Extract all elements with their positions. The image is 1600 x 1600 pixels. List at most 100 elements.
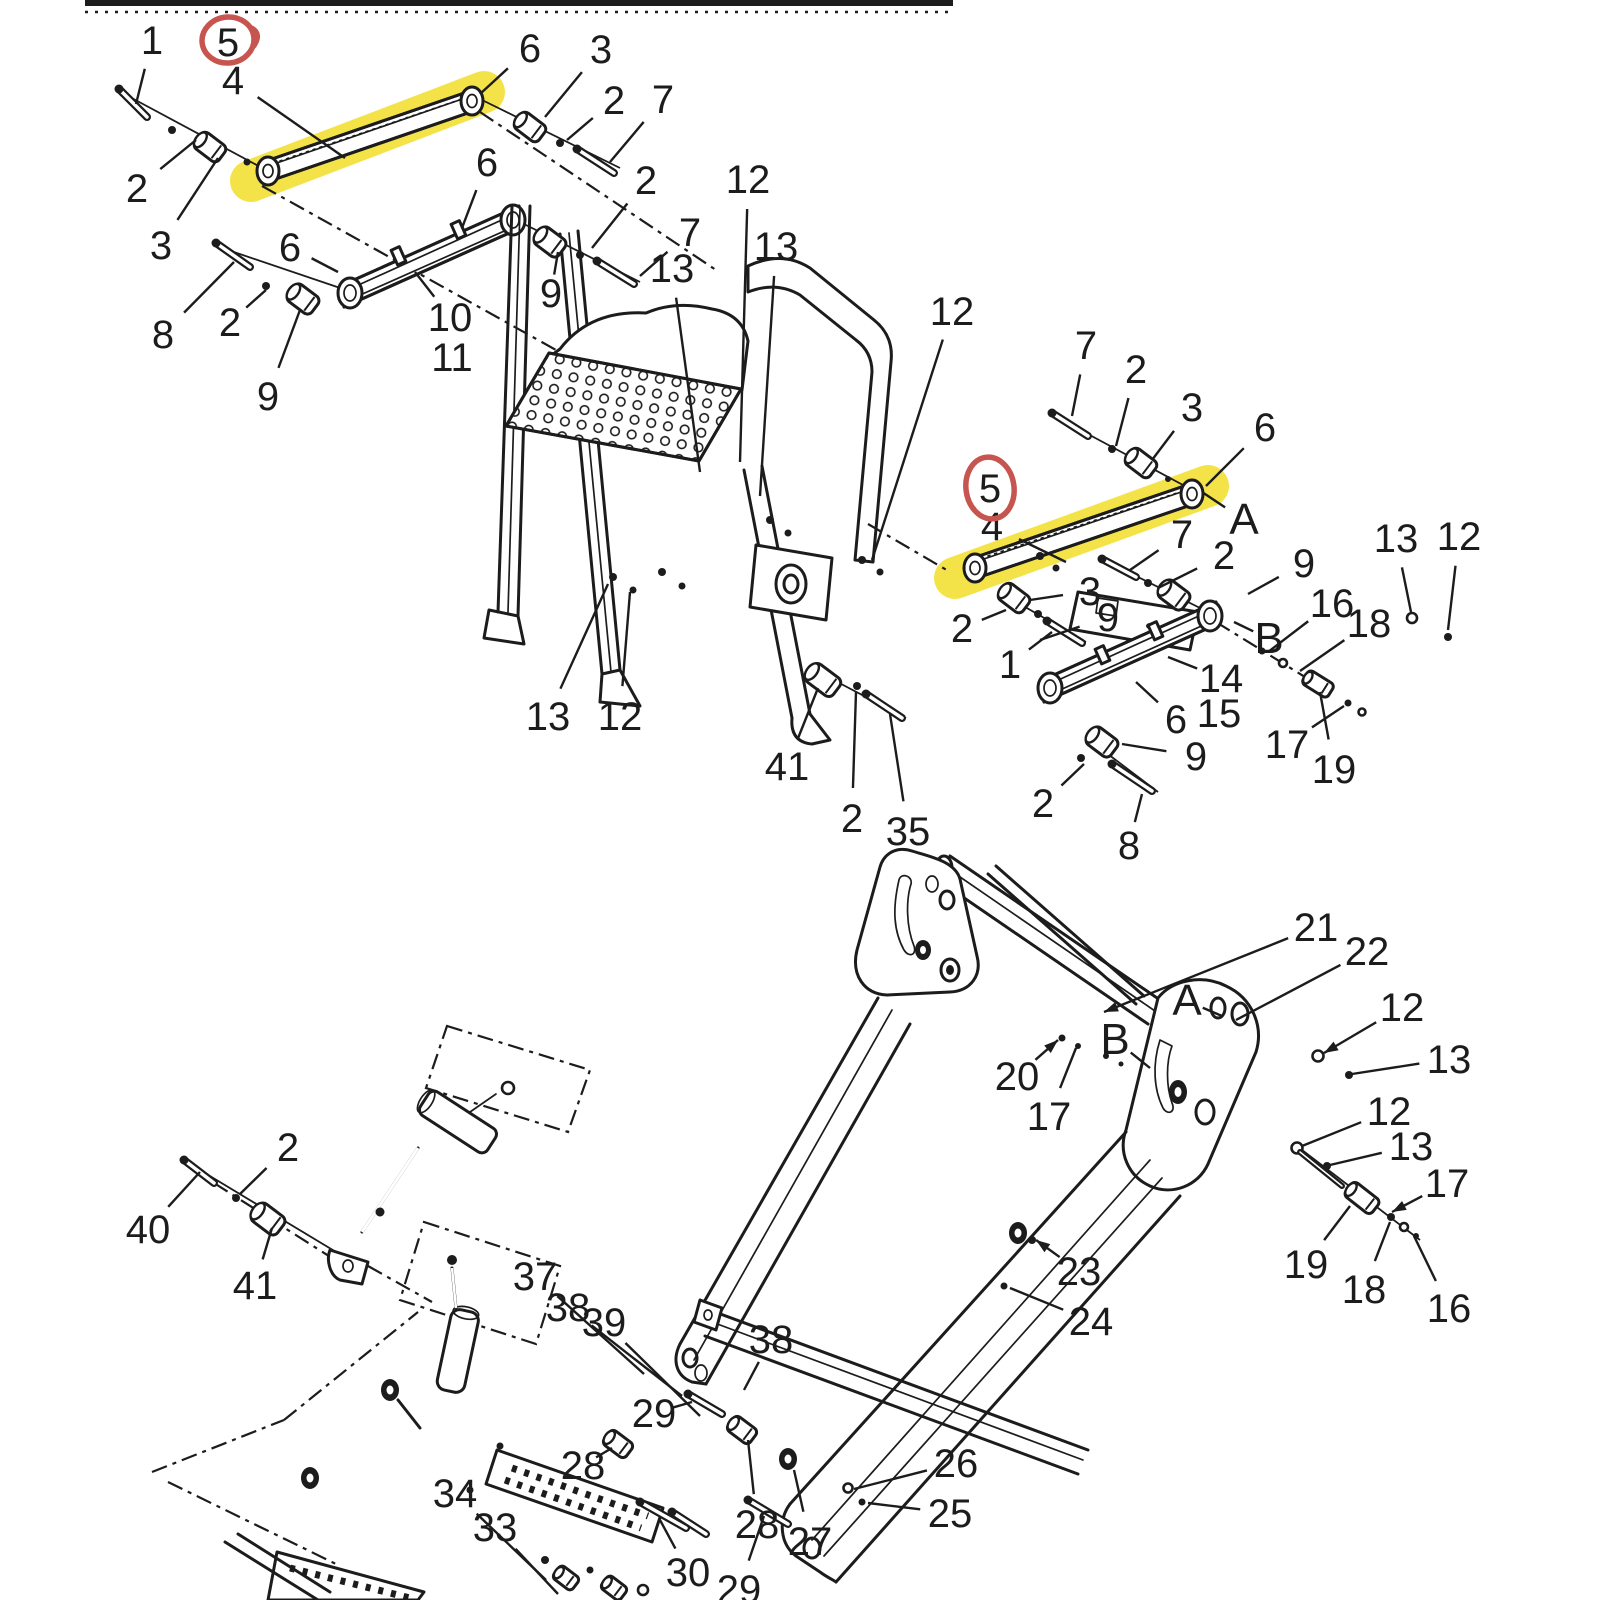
bolt-drawing bbox=[262, 282, 270, 290]
pivot-boss-hole bbox=[306, 1473, 314, 1483]
part-number-label: 9 bbox=[257, 375, 279, 419]
bushing-drawing bbox=[601, 1428, 635, 1460]
boom-assembly-drawing bbox=[674, 847, 1260, 1584]
bushing-drawing bbox=[725, 1414, 759, 1446]
leader-line bbox=[134, 68, 146, 105]
bolt-drawing bbox=[466, 1486, 474, 1494]
part-number-label: 3 bbox=[1079, 570, 1101, 614]
part-number-label: 6 bbox=[1165, 698, 1187, 742]
bolt-drawing bbox=[1000, 1282, 1008, 1290]
bolt-drawing bbox=[375, 1207, 385, 1217]
pin-core bbox=[686, 1392, 724, 1416]
part-number-label: 12 bbox=[930, 290, 975, 334]
leader-line bbox=[1351, 1062, 1420, 1076]
leader-line bbox=[670, 1400, 693, 1410]
bushing-end bbox=[192, 131, 208, 149]
part-number-label: 19 bbox=[1312, 748, 1357, 792]
leader-line bbox=[1373, 1221, 1392, 1262]
bushing-lip bbox=[1364, 1198, 1375, 1211]
red-circle-tail bbox=[249, 25, 260, 49]
bolt-drawing bbox=[1344, 699, 1352, 707]
pivot-boss-hole bbox=[386, 1385, 394, 1395]
leader-line bbox=[552, 251, 560, 275]
pin-core bbox=[1110, 762, 1154, 793]
pin-head bbox=[861, 689, 871, 699]
bolt-drawing bbox=[232, 1194, 240, 1202]
pin-core bbox=[595, 259, 636, 286]
bushing-lip bbox=[210, 144, 223, 159]
pin-core bbox=[117, 87, 149, 119]
part-number-label: 25 bbox=[928, 1492, 973, 1536]
leader-line bbox=[1267, 620, 1309, 653]
part-number-label: 14 bbox=[1199, 657, 1244, 701]
bushing-lip bbox=[565, 1575, 575, 1587]
link-rod-left-drawing bbox=[255, 85, 485, 187]
part-number-label: 17 bbox=[1265, 723, 1310, 767]
part-number-label: 2 bbox=[126, 167, 148, 211]
leader-line bbox=[261, 1227, 274, 1260]
bolt-drawing bbox=[243, 158, 251, 166]
leader-arrowhead bbox=[1324, 1041, 1339, 1053]
part-number-label: 22 bbox=[1345, 930, 1390, 974]
part-number-label: 7 bbox=[1075, 324, 1097, 368]
part-number-label: 38 bbox=[749, 1318, 794, 1362]
leader-line bbox=[1133, 793, 1144, 823]
bushing-drawing bbox=[512, 110, 548, 144]
leader-line bbox=[1329, 1151, 1383, 1167]
bushing-end bbox=[552, 1565, 565, 1580]
bushing-drawing bbox=[192, 130, 228, 164]
leader-line bbox=[639, 250, 669, 277]
part-number-label: 1 bbox=[141, 19, 163, 63]
leader-line bbox=[1114, 397, 1130, 447]
leader-line bbox=[176, 157, 220, 221]
part-number-label: 2 bbox=[1125, 348, 1147, 392]
pin-core bbox=[670, 1510, 708, 1536]
leader-arrowhead bbox=[1392, 1201, 1407, 1212]
leader-line bbox=[1018, 538, 1067, 564]
leader-line bbox=[1202, 1006, 1223, 1018]
part-number-label: 28 bbox=[735, 1503, 780, 1547]
bushing-lip bbox=[742, 1428, 753, 1441]
leader-line bbox=[1060, 763, 1085, 787]
leader-line bbox=[1009, 1286, 1064, 1311]
tread-step-plates bbox=[223, 1448, 665, 1600]
leader-line bbox=[1039, 625, 1080, 642]
pin-core bbox=[1050, 411, 1090, 438]
part-number-label: 15 bbox=[1197, 692, 1242, 736]
bolt-drawing bbox=[556, 139, 564, 147]
leader-line bbox=[621, 591, 632, 687]
part-number-label: 6 bbox=[279, 226, 301, 270]
washer-drawing bbox=[1357, 707, 1367, 717]
washer-drawing bbox=[842, 1482, 854, 1494]
bolt-drawing bbox=[1028, 1236, 1036, 1244]
bushing-end bbox=[1301, 670, 1314, 685]
part-number-label: 7 bbox=[679, 211, 701, 255]
bolt-drawing bbox=[853, 682, 861, 690]
leader-line bbox=[1070, 374, 1082, 417]
bushing-drawing bbox=[551, 1564, 581, 1592]
leader-line bbox=[870, 339, 944, 561]
part-number-label: 7 bbox=[1171, 513, 1193, 557]
rod-core bbox=[1299, 1151, 1343, 1187]
leader-line bbox=[1167, 655, 1198, 670]
leader-line bbox=[888, 713, 905, 802]
bushing-drawing bbox=[1343, 1180, 1381, 1216]
leader-line bbox=[1028, 631, 1053, 651]
leader-line bbox=[1235, 963, 1342, 1022]
bushing-lip bbox=[303, 296, 316, 312]
chassis-frame-drawing bbox=[482, 204, 1200, 746]
leader-line bbox=[1247, 575, 1280, 596]
washer-drawing bbox=[500, 1080, 516, 1096]
leader-line bbox=[674, 297, 702, 473]
part-number-label: 2 bbox=[1213, 534, 1235, 578]
bushing-drawing bbox=[1301, 669, 1335, 699]
bolt-drawing bbox=[1165, 476, 1171, 482]
bushing-lip bbox=[613, 1585, 623, 1597]
pin-core bbox=[746, 1498, 790, 1526]
bushing-end bbox=[996, 582, 1012, 600]
leader-line bbox=[1446, 565, 1457, 631]
bushing-drawing bbox=[1084, 725, 1120, 759]
leader-line bbox=[796, 687, 820, 739]
part-number-label: 13 bbox=[1374, 517, 1419, 561]
